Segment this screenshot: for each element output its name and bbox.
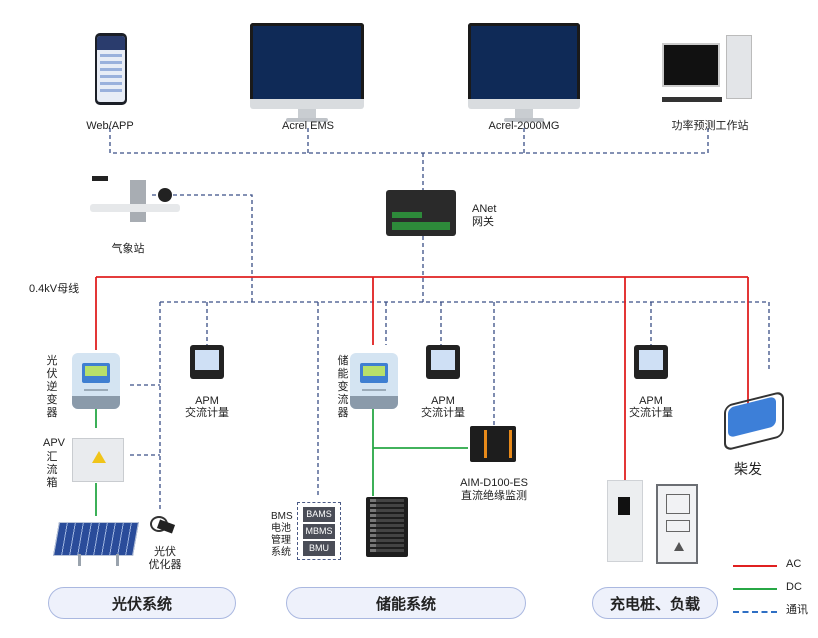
charging-apm-label-1: APM <box>639 395 663 407</box>
optimizer-label-2: 优化器 <box>148 559 182 571</box>
char: 光 <box>46 355 58 367</box>
bms-label-line: 管理 <box>271 535 291 546</box>
pv-system-section: 光伏系统 <box>48 587 236 619</box>
apv-combiner-box <box>72 438 124 482</box>
charging-apm-meter <box>634 345 668 379</box>
bms-bams: BAMS <box>303 507 335 522</box>
char: 储 <box>337 355 349 367</box>
legend-comm-line <box>733 611 777 613</box>
load-cabinet <box>656 484 698 564</box>
storage-apm-label-1: APM <box>431 395 455 407</box>
bms-label-line: 电池 <box>271 523 291 534</box>
web-app-label: Web/APP <box>86 120 134 132</box>
acrel-2000mg-monitor <box>468 23 580 123</box>
comm-lines <box>109 128 770 512</box>
char: 伏 <box>46 368 58 380</box>
char: 流 <box>46 464 58 476</box>
forecast-workstation-label: 功率预测工作站 <box>671 120 749 132</box>
acrel-2000mg-label: Acrel-2000MG <box>488 120 560 132</box>
legend-ac-line <box>733 565 777 567</box>
pv-apm-meter <box>190 345 224 379</box>
gateway-label-2: 网关 <box>472 216 494 228</box>
charging-apm-label-2: 交流计量 <box>629 407 673 419</box>
aim-d100-es-device <box>470 426 516 462</box>
char: 汇 <box>46 451 58 463</box>
char: 逆 <box>46 381 58 393</box>
bms-label-line: 系统 <box>271 547 291 558</box>
pv-optimizer-device <box>150 516 180 538</box>
pv-inverter-label: 光 伏 逆 变 器 <box>46 355 58 420</box>
bms-bmu: BMU <box>303 541 335 556</box>
battery-rack <box>366 497 408 557</box>
optimizer-label-1: 光伏 <box>154 546 176 558</box>
pv-apm-label-2: 交流计量 <box>185 407 229 419</box>
pv-inverter-device <box>72 353 120 409</box>
aim-label-2: 直流绝缘监测 <box>461 490 527 502</box>
solar-panel <box>53 522 139 566</box>
diesel-generator <box>722 390 784 452</box>
storage-pcs-device <box>350 353 398 409</box>
bms-mbms: MBMS <box>303 524 335 539</box>
dc-lines <box>95 406 468 516</box>
bms-label-line: BMS <box>271 511 293 522</box>
char: 能 <box>337 368 349 380</box>
char: 器 <box>46 407 58 419</box>
ev-charger <box>607 480 643 562</box>
bms-group: BAMS MBMS BMU <box>297 502 341 560</box>
char: 箱 <box>46 477 58 489</box>
weather-station-label: 气象站 <box>111 243 145 255</box>
legend-comm-label: 通讯 <box>786 604 808 616</box>
ac-lines <box>95 276 749 480</box>
aim-label-1: AIM-D100-ES <box>460 477 528 489</box>
char: 器 <box>337 407 349 419</box>
forecast-workstation-pc <box>662 35 752 105</box>
char: 变 <box>46 394 58 406</box>
combiner-label-top: APV <box>43 437 66 449</box>
charging-load-section: 充电桩、负载 <box>592 587 718 619</box>
storage-apm-label-2: 交流计量 <box>421 407 465 419</box>
comm-bus <box>160 301 770 372</box>
pcs-label: 储 能 变 流 器 <box>337 355 349 420</box>
storage-apm-meter <box>426 345 460 379</box>
legend-dc-label: DC <box>786 581 802 593</box>
comm-weather <box>152 194 253 302</box>
legend-dc-line <box>733 588 777 590</box>
weather-station-device <box>86 166 186 230</box>
gateway-label-1: ANet <box>472 203 497 215</box>
comm-top-bus <box>109 128 709 154</box>
combiner-label: 汇 流 箱 <box>46 451 58 490</box>
mobile-app-device <box>95 33 127 105</box>
pv-apm-label-1: APM <box>195 395 219 407</box>
warning-icon <box>92 451 106 463</box>
anet-gateway-device <box>386 190 456 236</box>
char: 流 <box>337 394 349 406</box>
acrel-ems-label: Acrel EMS <box>282 120 334 132</box>
bus-label: 0.4kV母线 <box>29 283 80 295</box>
storage-system-section: 储能系统 <box>286 587 526 619</box>
diesel-label: 柴发 <box>734 461 762 477</box>
bms-label: BMS 电池 管理 系统 <box>271 511 293 559</box>
char: 变 <box>337 381 349 393</box>
legend-ac-label: AC <box>786 558 802 570</box>
acrel-ems-monitor <box>250 23 364 123</box>
